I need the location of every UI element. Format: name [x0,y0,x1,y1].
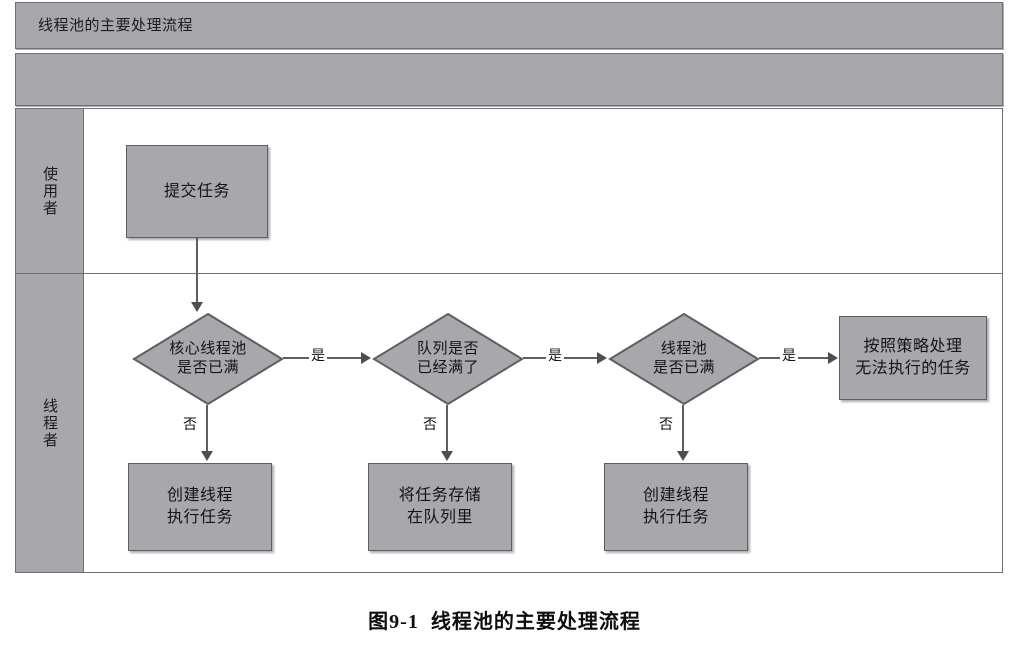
diagram-subheader-band [15,53,1003,106]
arrowhead-queue-no [441,451,453,461]
swimlane-thread: 线程者 核心线程池 是否已满 队列是否 已经满了 [15,273,1003,573]
edge-label-no-3: 否 [657,418,675,433]
node-create-thread-1[interactable]: 创建线程 执行任务 [128,463,272,551]
figure-caption: 图9-1 线程池的主要处理流程 [0,605,1009,634]
edge-label-yes-3: 是 [780,349,798,364]
diamond-shape-icon [132,312,284,406]
arrowhead-pool-yes [828,352,838,364]
figure-caption-text: 线程池的主要处理流程 [430,611,641,633]
node-decision-pool-full[interactable]: 线程池 是否已满 [608,312,760,406]
node-reject-policy-line-0: 按照策略处理 [863,338,963,356]
connector-pool-no [682,405,684,453]
node-store-queue[interactable]: 将任务存储 在队列里 [368,463,512,551]
node-decision-queue-full[interactable]: 队列是否 已经满了 [372,312,524,406]
node-reject-policy[interactable]: 按照策略处理 无法执行的任务 [839,316,987,400]
edge-label-yes-1: 是 [309,349,327,364]
node-store-queue-line-0: 将任务存储 [398,487,482,505]
arrowhead-submit-to-core [191,302,203,312]
swimlane-user: 使用者 提交任务 [15,108,1003,274]
node-submit-task[interactable]: 提交任务 [126,145,268,238]
connector-core-no [206,405,208,453]
arrowhead-core-yes [361,352,371,364]
swimlane-header-user: 使用者 [16,109,84,273]
node-create-thread-2[interactable]: 创建线程 执行任务 [604,463,748,551]
swimlane-header-thread: 线程者 [16,274,84,572]
edge-label-yes-2: 是 [546,349,564,364]
node-create-thread-2-line-0: 创建线程 [642,487,709,505]
node-store-queue-line-1: 在队列里 [406,509,473,526]
node-create-thread-1-line-0: 创建线程 [166,487,233,505]
swimlane-diagram: 线程池的主要处理流程 使用者 提交任务 线程者 核心线程池 是否已满 [15,2,1003,573]
node-decision-core-pool-full[interactable]: 核心线程池 是否已满 [132,312,284,406]
edge-label-no-2: 否 [421,418,439,433]
arrowhead-core-no [201,451,213,461]
figure-caption-number: 图9-1 [368,611,419,633]
node-create-thread-2-line-1: 执行任务 [642,509,709,526]
arrowhead-pool-no [677,451,689,461]
connector-queue-no [446,405,448,453]
node-create-thread-1-line-1: 执行任务 [166,509,233,526]
node-reject-policy-line-1: 无法执行的任务 [855,360,971,377]
arrowhead-queue-yes [597,352,607,364]
edge-label-no-1: 否 [181,418,199,433]
diamond-shape-icon [372,312,524,406]
diagram-title: 线程池的主要处理流程 [38,18,194,34]
swimlane-label-user: 使用者 [41,165,57,217]
node-submit-task-line-0: 提交任务 [163,182,230,200]
diagram-title-band: 线程池的主要处理流程 [15,2,1003,49]
swimlane-label-thread: 线程者 [41,397,57,449]
diamond-shape-icon [608,312,760,406]
connector-submit-to-core [196,237,198,304]
